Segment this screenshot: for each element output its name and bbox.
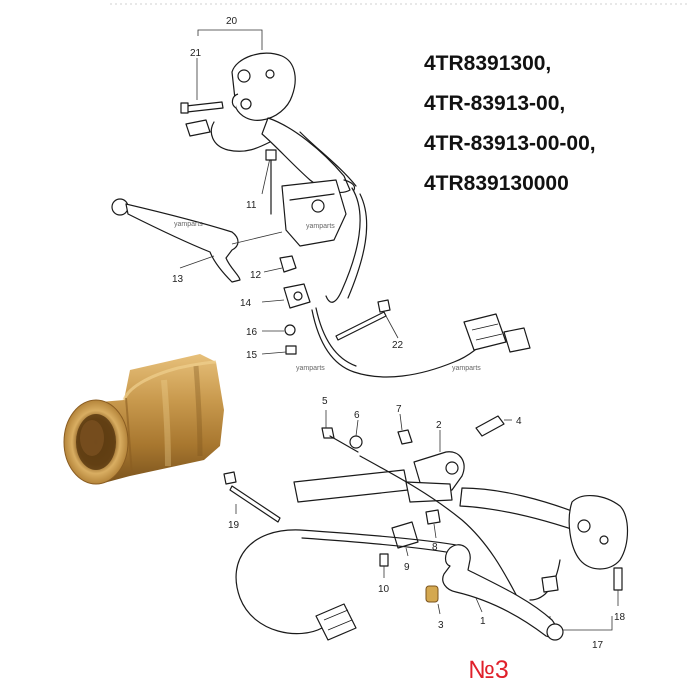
callout-16: 16 — [246, 327, 258, 338]
callout-9: 9 — [404, 562, 410, 573]
callout-14: 14 — [240, 298, 252, 309]
callout-18: 18 — [614, 612, 626, 623]
screw-7 — [397, 429, 413, 445]
callout-15: 15 — [246, 350, 258, 361]
callout-19: 19 — [228, 520, 240, 531]
image-caption: №3 — [468, 656, 509, 684]
screw-10 — [379, 553, 389, 567]
collar-8 — [425, 509, 441, 525]
lever-13-ball-end — [111, 198, 129, 216]
screw-15 — [285, 345, 297, 355]
watermark-4: yamparts — [452, 365, 481, 372]
callout-17: 17 — [592, 640, 604, 651]
callout-12: 12 — [250, 270, 262, 281]
callout-8: 8 — [432, 542, 438, 553]
upper-connector-block — [463, 313, 507, 351]
left-switch-housing — [231, 52, 296, 121]
callout-21: 21 — [190, 48, 202, 59]
cable-tie-22 — [335, 311, 387, 341]
callout-10: 10 — [378, 584, 390, 595]
lever-13 — [125, 203, 241, 283]
lower-assembly — [223, 410, 629, 641]
nut-12 — [279, 255, 297, 273]
lower-connector-block — [315, 603, 357, 641]
bolt-11 — [265, 149, 277, 161]
callout-3: 3 — [438, 620, 444, 631]
washer-16 — [284, 324, 296, 336]
screw-4 — [475, 415, 505, 437]
watermark-1: yamparts — [174, 221, 203, 228]
callout-11: 11 — [246, 200, 257, 211]
callout-22: 22 — [392, 340, 404, 351]
lower-handlebar — [293, 469, 409, 503]
part-number-1: 4TR8391300, — [424, 52, 551, 75]
callout-4: 4 — [516, 416, 522, 427]
watermark-3: yamparts — [296, 365, 325, 372]
right-switch-housing — [568, 495, 629, 570]
bushing-3-highlight — [425, 585, 439, 603]
callout-1: 1 — [480, 616, 486, 627]
screw-18 — [613, 567, 623, 591]
part-number-3: 4TR-83913-00-00, — [424, 132, 596, 155]
callout-2: 2 — [436, 420, 442, 431]
brass-bushing-illustration — [63, 354, 224, 485]
switch-9 — [391, 521, 419, 549]
bolt-5 — [321, 427, 335, 439]
upper-assembly — [111, 29, 531, 378]
callout-5: 5 — [322, 396, 328, 407]
callout-7: 7 — [396, 404, 402, 415]
watermark-2: yamparts — [306, 223, 335, 230]
screw-21 — [185, 101, 224, 113]
washer-6 — [349, 435, 363, 449]
callout-6: 6 — [354, 410, 360, 421]
lever-1 — [442, 544, 557, 638]
callout-13: 13 — [172, 274, 184, 285]
lever-holder-upper — [281, 179, 347, 247]
callout-20: 20 — [226, 16, 238, 27]
part-number-2: 4TR-83913-00, — [424, 92, 565, 115]
cable-tie-19 — [229, 485, 281, 523]
part-number-4: 4TR839130000 — [424, 172, 569, 195]
